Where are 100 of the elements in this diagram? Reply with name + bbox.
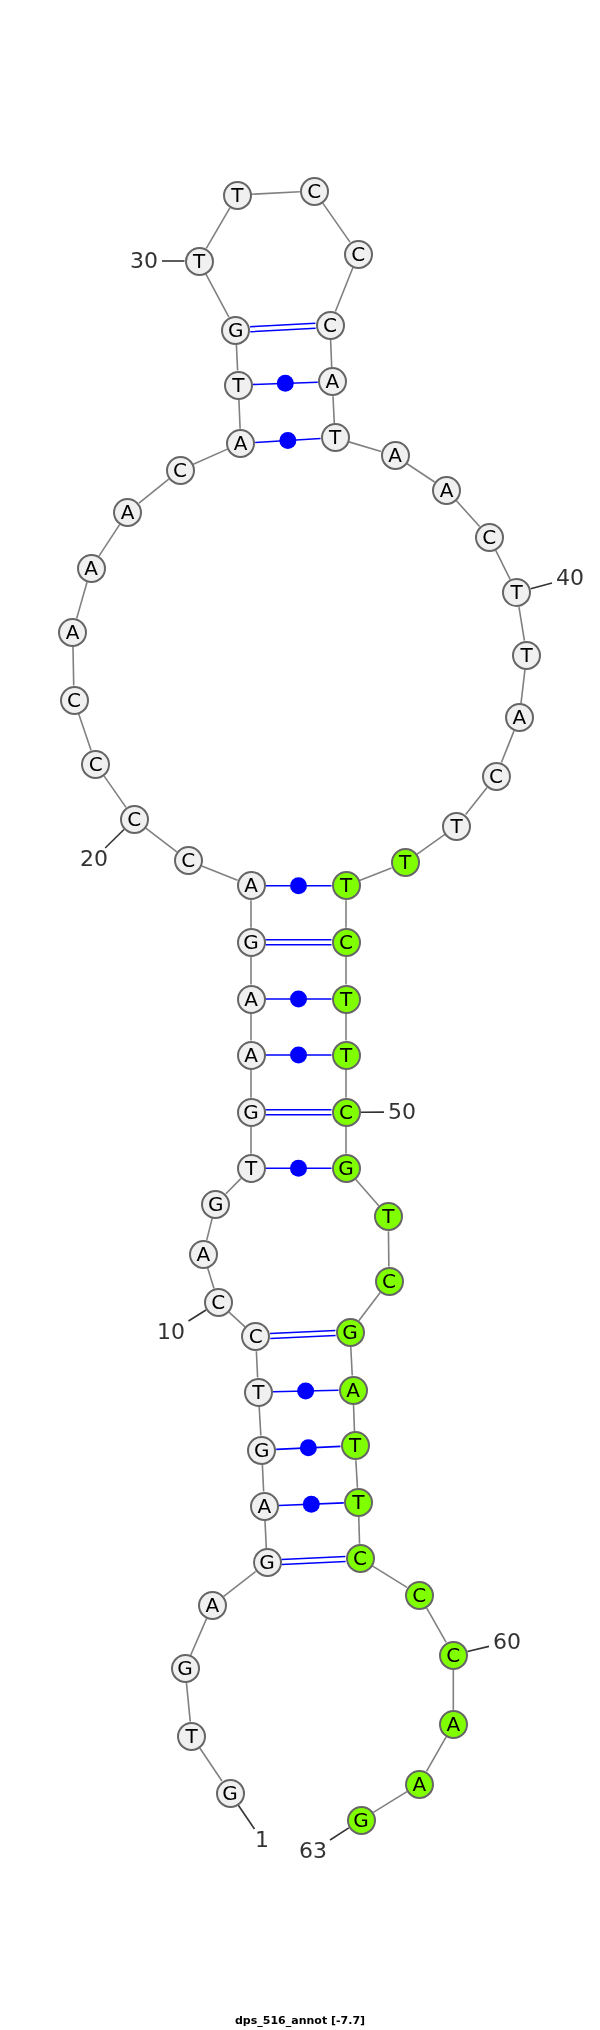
nucleotide-circle: C [119, 804, 149, 834]
base-pair-line [280, 1555, 347, 1566]
backbone-line [77, 712, 92, 752]
nucleotide-circle: C [374, 1266, 404, 1296]
position-number: 30 [126, 250, 162, 272]
nucleotide-circle: G [215, 1778, 245, 1808]
backbone-line [264, 1519, 268, 1549]
nucleotide-circle: A [338, 1375, 368, 1405]
nucleotide-circle: C [331, 1097, 361, 1127]
backbone-line [354, 1178, 380, 1207]
base-pair-line [264, 1167, 333, 1170]
backbone-line [251, 190, 301, 196]
leader-line [329, 1827, 350, 1841]
backbone-line [345, 1068, 347, 1099]
base-pair-line [264, 884, 333, 887]
leader-line [529, 582, 553, 590]
backbone-line [345, 956, 347, 986]
position-number: 10 [153, 1321, 189, 1343]
backbone-line [334, 266, 354, 313]
backbone-line [222, 1570, 257, 1598]
nucleotide-circle: T [177, 1721, 207, 1751]
nucleotide-circle: A [317, 367, 347, 397]
nucleotide-circle: C [165, 455, 195, 485]
base-pair-line [249, 322, 317, 333]
position-number: 1 [251, 1829, 273, 1851]
backbone-line [200, 865, 239, 882]
nucleotide-circle: A [380, 441, 410, 471]
nucleotide-circle: C [203, 1287, 233, 1317]
backbone-line [406, 462, 436, 483]
backbone-line [355, 1459, 359, 1489]
nucleotide-circle: C [241, 1322, 271, 1352]
nucleotide-circle: C [81, 749, 111, 779]
nucleotide-circle: T [390, 848, 420, 878]
position-number: 20 [76, 848, 112, 870]
backbone-line [352, 1403, 356, 1432]
nucleotide-circle: A [113, 497, 143, 527]
base-pair-line [275, 1445, 342, 1451]
backbone-line [494, 549, 512, 581]
nucleotide-circle: A [236, 1040, 266, 1070]
nucleotide-circle: A [404, 1769, 434, 1799]
backbone-line [75, 581, 88, 620]
nucleotide-circle: T [222, 180, 252, 210]
base-pair-line [264, 1054, 333, 1056]
nucleotide-circle: T [236, 1153, 266, 1183]
nucleotide-circle: C [474, 522, 504, 552]
nucleotide-circle: C [59, 685, 89, 715]
position-number: 40 [552, 567, 588, 589]
nucleotide-circle: T [331, 984, 361, 1014]
leader-line [161, 260, 186, 262]
nucleotide-circle: G [201, 1189, 231, 1219]
nucleotide-circle: C [331, 927, 361, 957]
backbone-line [238, 398, 241, 430]
nucleotide-circle: C [438, 1640, 468, 1670]
nucleotide-circle: C [299, 176, 329, 206]
backbone-line [345, 1126, 347, 1155]
backbone-line [452, 1668, 455, 1711]
backbone-line [425, 1736, 447, 1773]
nucleotide-circle: C [481, 761, 511, 791]
backbone-line [520, 668, 526, 705]
nucleotide-circle: A [432, 475, 462, 505]
backbone-line [464, 786, 488, 816]
base-pair-line [278, 1502, 345, 1507]
backbone-line [250, 899, 252, 929]
backbone-line [332, 395, 336, 425]
backbone-line [321, 202, 351, 243]
backbone-line [192, 448, 229, 465]
nucleotide-circle: T [184, 246, 214, 276]
position-number: 63 [295, 1840, 331, 1862]
backbone-line [189, 1617, 208, 1656]
leader-line [104, 828, 125, 849]
backbone-line [261, 1463, 265, 1493]
nucleotide-circle: A [236, 984, 266, 1014]
backbone-line [349, 1346, 354, 1377]
position-number: 60 [489, 1631, 525, 1653]
backbone-line [455, 499, 481, 528]
backbone-line [371, 1565, 408, 1589]
backbone-line [345, 1012, 347, 1042]
backbone-line [348, 441, 382, 453]
backbone-line [357, 1516, 361, 1545]
leader-line [237, 1804, 256, 1830]
backbone-line [72, 646, 75, 687]
backbone-line [387, 1230, 390, 1268]
backbone-line [225, 1177, 242, 1195]
backbone-line [358, 867, 393, 882]
backbone-line [206, 1217, 213, 1241]
backbone-line [228, 1311, 246, 1328]
nucleotide-circle: C [343, 239, 373, 269]
backbone-line [255, 1350, 259, 1379]
caption: dps_516_annot [-7.7] [235, 2014, 366, 2027]
nucleotide-circle: C [345, 1543, 375, 1573]
nucleotide-circle: G [331, 1153, 361, 1183]
backbone-line [199, 1747, 223, 1782]
nucleotide-circle: G [247, 1435, 277, 1465]
backbone-line [205, 206, 231, 250]
nucleotide-circle: T [442, 811, 472, 841]
backbone-line [500, 730, 515, 764]
position-number: 50 [384, 1101, 420, 1123]
nucleotide-circle: G [236, 927, 266, 957]
nucleotide-circle: C [315, 310, 345, 340]
backbone-line [345, 899, 347, 929]
